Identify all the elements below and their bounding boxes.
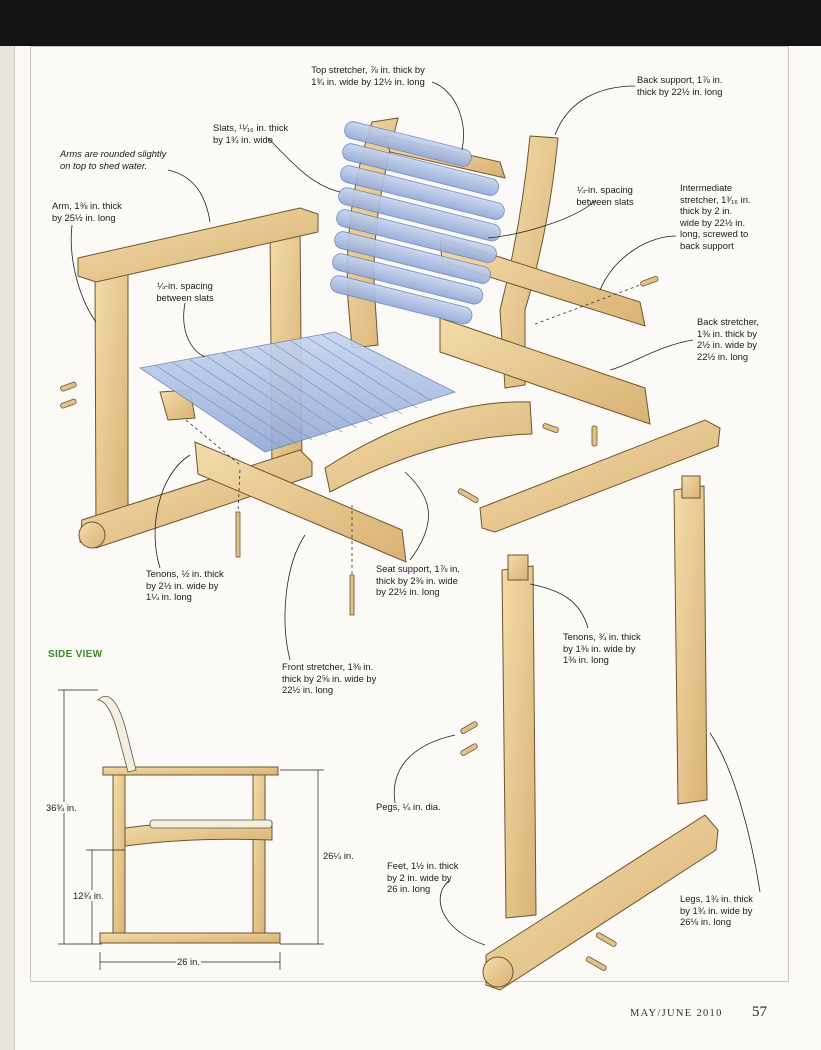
right-rear-leg-tenon: [681, 475, 701, 499]
guide-lines: [185, 284, 641, 575]
illustration-frame: [30, 46, 789, 982]
facing-page-edge: [0, 46, 15, 1050]
right-front-leg: [501, 565, 537, 919]
label-front-stretcher: Front stretcher, 1⅜ in. thick by 2⅝ in. …: [282, 661, 377, 695]
right-foot: [485, 814, 719, 991]
right-arm: [479, 419, 721, 533]
label-back-stretcher: Back stretcher, 1⅜ in. thick by 2½ in. w…: [697, 316, 760, 362]
right-rear-leg: [673, 485, 708, 805]
label-arm: Arm, 1⅜ in. thick by 25½ in. long: [52, 200, 122, 223]
right-front-leg-tenon: [507, 554, 529, 581]
label-tenons-leg: Tenons, ¾ in. thick by 1⅜ in. wide by 1⅜…: [563, 631, 641, 665]
label-seat-spacing: ¼-in. spacing between slats: [156, 280, 214, 303]
label-top-stretcher: Top stretcher, ⅞ in. thick by 1¾ in. wid…: [311, 64, 425, 87]
page-number: 57: [752, 1004, 767, 1020]
left-arm: [77, 207, 319, 283]
dim-depth: 26 in.: [176, 956, 201, 967]
screw-seat: [349, 574, 355, 616]
back-support-right: [499, 135, 559, 389]
label-back-spacing: ¼-in. spacing between slats: [576, 184, 634, 207]
side-view-title: SIDE VIEW: [48, 649, 103, 660]
front-stretcher: [194, 441, 407, 563]
label-feet: Feet, 1½ in. thick by 2 in. wide by 26 i…: [387, 860, 459, 894]
sv-foot: [99, 932, 281, 944]
seat-slat-lines: [154, 334, 433, 449]
sv-slats: [97, 695, 273, 829]
left-front-leg: [94, 261, 129, 539]
issue-date: MAY/JUNE 2010: [630, 1008, 723, 1019]
leader-lines: [70, 81, 761, 946]
label-legs: Legs, 1¾ in. thick by 1¾ in. wide by 26⅛…: [680, 893, 753, 927]
label-back-support: Back support, 1⅞ in. thick by 22½ in. lo…: [637, 74, 723, 97]
sv-dimensions: [58, 689, 324, 970]
label-intermediate-stretcher: Intermediate stretcher, 1³⁄₁₆ in. thick …: [680, 182, 751, 251]
left-foot-end: [78, 521, 106, 549]
right-foot-end: [482, 956, 514, 988]
sv-front-leg: [112, 774, 126, 944]
seat-support: [324, 401, 533, 493]
label-tenons-front: Tenons, ½ in. thick by 2½ in. wide by 1¼…: [146, 568, 224, 602]
sv-arm: [102, 766, 279, 776]
back-stretcher: [439, 317, 651, 425]
dim-seat-height: 12¾ in.: [72, 890, 105, 901]
label-slats: Slats, ¹¹⁄₁₆ in. thick by 1¾ in. wide: [213, 122, 289, 145]
screw-front: [235, 511, 241, 558]
seat-slats: [138, 331, 457, 453]
label-arms-note: Arms are rounded slightly on top to shed…: [60, 148, 167, 171]
label-pegs: Pegs, ¼ in. dia.: [376, 801, 441, 812]
dim-arm-height: 26¼ in.: [322, 850, 355, 861]
top-dark-band: [0, 0, 821, 46]
sv-rear-leg: [252, 774, 266, 944]
back-slats: [330, 121, 505, 325]
pegs: [60, 276, 659, 971]
dim-overall-height: 36¾ in.: [45, 802, 78, 813]
label-seat-support: Seat support, 1⅞ in. thick by 2⅜ in. wid…: [376, 563, 460, 597]
